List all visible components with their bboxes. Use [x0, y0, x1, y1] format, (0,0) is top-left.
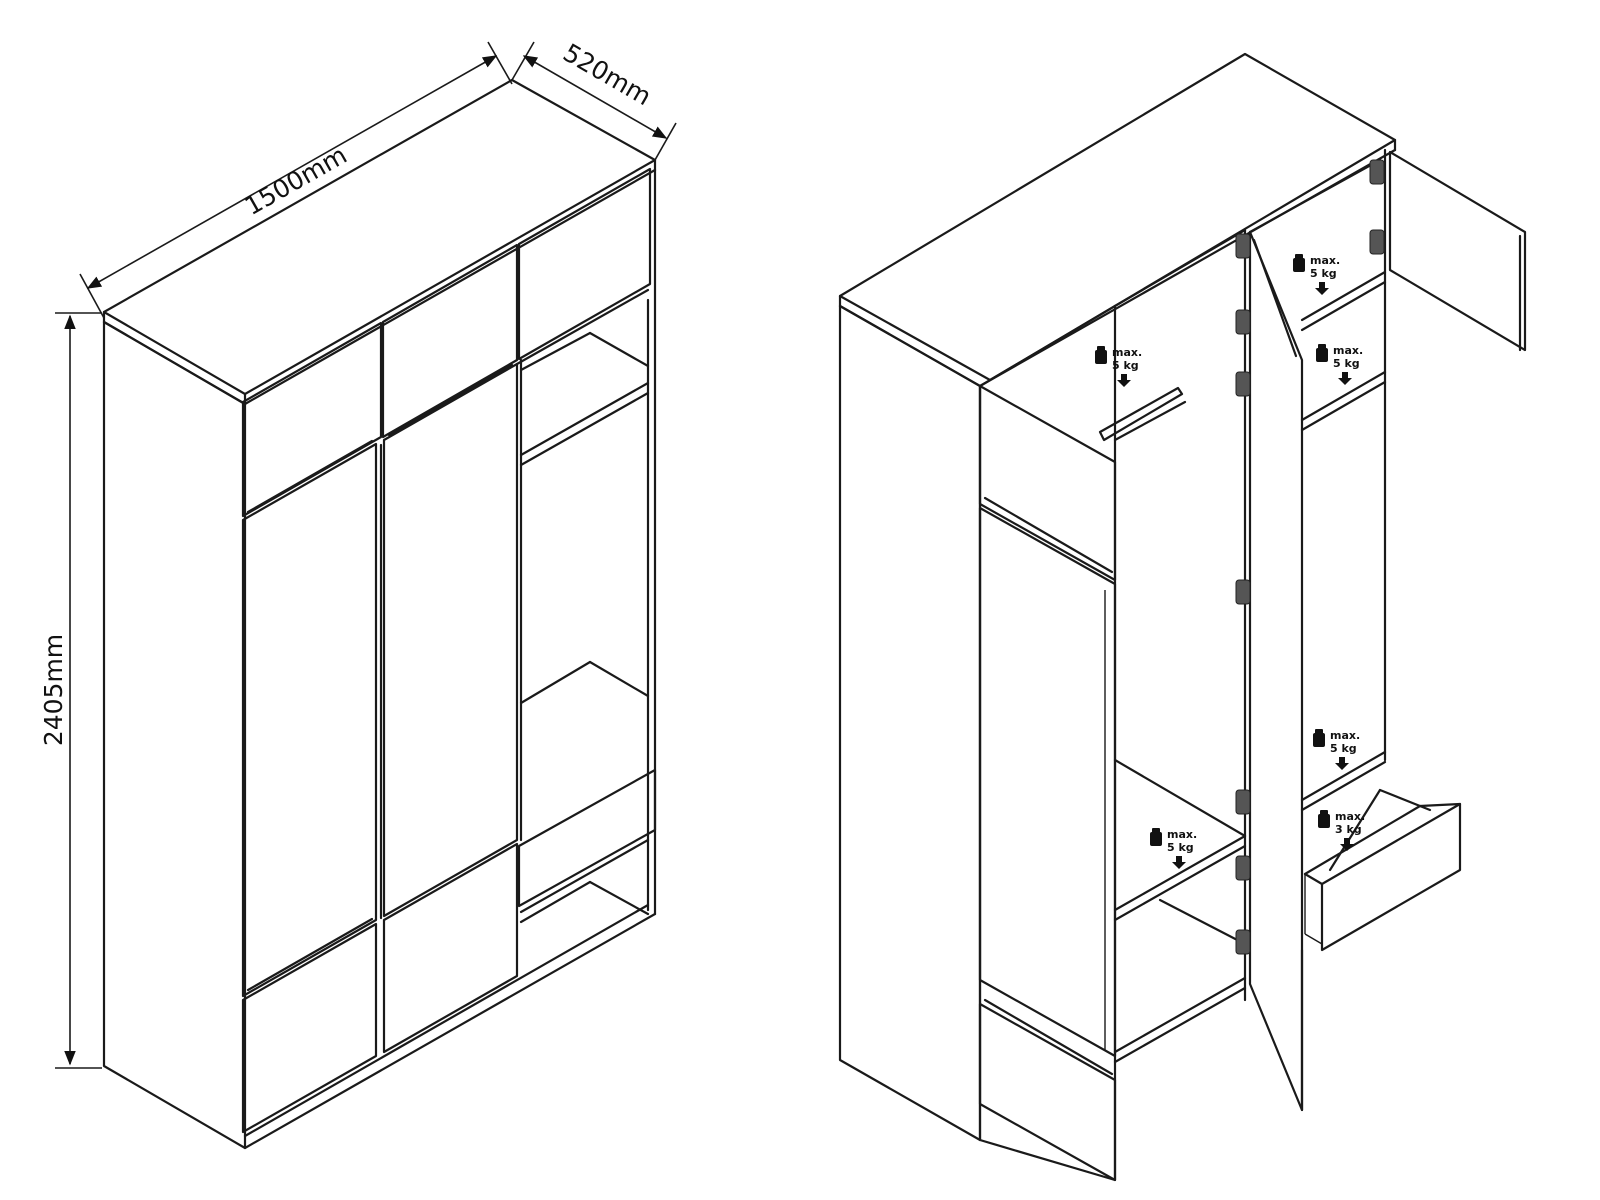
closed-wardrobe-view: 1500mm 520mm 2405mm	[39, 38, 677, 1150]
depth-dimension: 520mm	[511, 38, 677, 161]
weight-marker-left-lower-shelf: max. 5 kg	[1150, 828, 1197, 869]
hanging-rail	[1098, 386, 1184, 442]
weight-label-line2: 5 kg	[1310, 267, 1337, 280]
left-door-top-flap	[978, 384, 1117, 582]
weight-marker-top-right-compartment: max. 5 kg	[1293, 254, 1340, 295]
open-column-drawer	[517, 768, 657, 908]
middle-open-door	[1248, 230, 1304, 1112]
weight-label-line2: 5 kg	[1167, 841, 1194, 854]
top-panel	[102, 78, 657, 396]
bottom-drawers	[241, 842, 519, 1134]
height-label: 2405mm	[39, 634, 68, 746]
weight-label-line2: 5 kg	[1112, 359, 1139, 372]
door-hinges	[1235, 159, 1385, 955]
weight-marker-top-left-shelf: max. 5 kg	[1095, 346, 1142, 387]
weight-marker-drawer: max. 3 kg	[1318, 810, 1365, 851]
open-left-side-panel	[838, 304, 982, 1142]
weight-label-line1: max.	[1333, 344, 1363, 357]
depth-label: 520mm	[558, 38, 656, 111]
open-top-panel	[838, 52, 1397, 382]
weight-marker-right-lower-shelf: max. 5 kg	[1313, 729, 1360, 770]
weight-label-line1: max.	[1167, 828, 1197, 841]
open-shelf-column	[515, 288, 657, 924]
weight-label-line1: max.	[1112, 346, 1142, 359]
right-top-flap-open	[1388, 150, 1527, 352]
weight-label-line1: max.	[1310, 254, 1340, 267]
open-wardrobe-view: max. 5 kg max. 5 kg max. 5 kg max. 5 kg	[838, 52, 1527, 1182]
weight-marker-right-upper-shelf: max. 5 kg	[1316, 344, 1363, 385]
left-door	[978, 506, 1117, 1058]
left-side-panel	[102, 320, 247, 1150]
height-dimension: 2405mm	[39, 312, 102, 1069]
main-doors	[241, 362, 519, 998]
width-dimension: 1500mm	[79, 41, 513, 319]
weight-label-line1: max.	[1335, 810, 1365, 823]
weight-label-line2: 3 kg	[1335, 823, 1362, 836]
left-bottom-drawer	[978, 1002, 1117, 1182]
pulled-out-drawer	[1303, 788, 1462, 952]
weight-label-line1: max.	[1330, 729, 1360, 742]
weight-label-line2: 5 kg	[1330, 742, 1357, 755]
top-flaps	[241, 167, 652, 518]
weight-label-line2: 5 kg	[1333, 357, 1360, 370]
